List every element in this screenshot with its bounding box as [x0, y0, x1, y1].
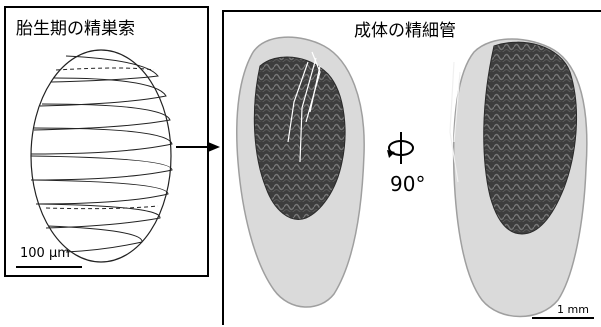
tubule-3d-renderings — [224, 12, 601, 327]
rotation-angle-label: 90° — [390, 172, 425, 196]
adult-tubule-panel: 成体の精細管 — [222, 10, 601, 325]
rotation-arrow-icon — [387, 132, 413, 164]
testis-front-view — [237, 37, 364, 307]
tubule-scale-label: 1 mm — [557, 303, 589, 316]
testis-rotated-view — [450, 39, 587, 317]
tubule-scale-bar — [532, 317, 594, 319]
